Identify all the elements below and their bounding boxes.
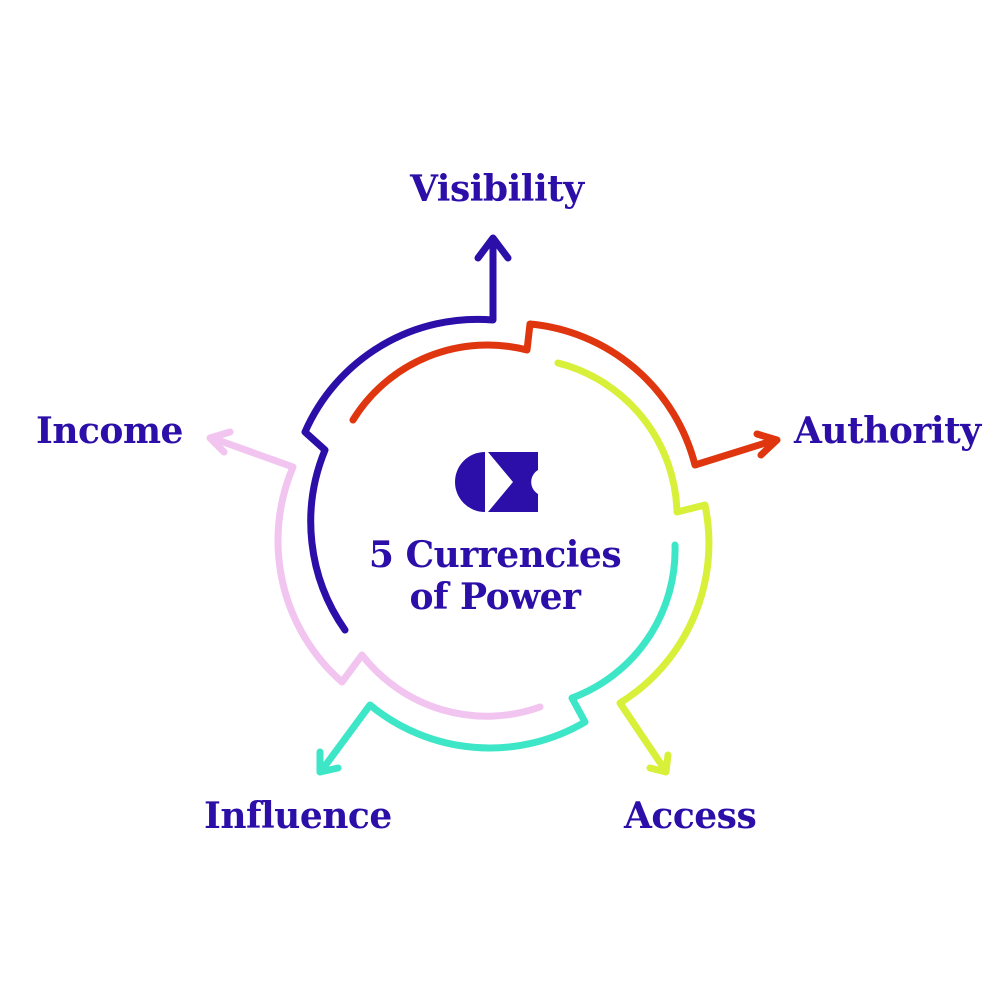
- authority-arrowhead: [753, 430, 781, 459]
- label-access: Access: [624, 795, 757, 837]
- cx-logo-icon: [455, 452, 538, 512]
- influence-arc: [318, 541, 679, 774]
- label-authority: Authority: [794, 410, 981, 452]
- diagram-title: 5 Currencies of Power: [330, 534, 660, 618]
- visibility-arc: [301, 236, 497, 634]
- income-arrowhead: [206, 428, 234, 456]
- income-arc: [208, 434, 544, 720]
- access-arrowhead: [646, 751, 672, 776]
- influence-arrowhead: [316, 748, 342, 776]
- label-income: Income: [36, 410, 183, 452]
- label-visibility: Visibility: [410, 168, 584, 210]
- label-influence: Influence: [204, 795, 392, 837]
- title-line-2: of Power: [409, 576, 581, 618]
- authority-arc: [349, 320, 779, 469]
- visibility-arrowhead: [474, 234, 512, 262]
- access-arc: [554, 359, 713, 774]
- title-line-1: 5 Currencies: [368, 534, 622, 576]
